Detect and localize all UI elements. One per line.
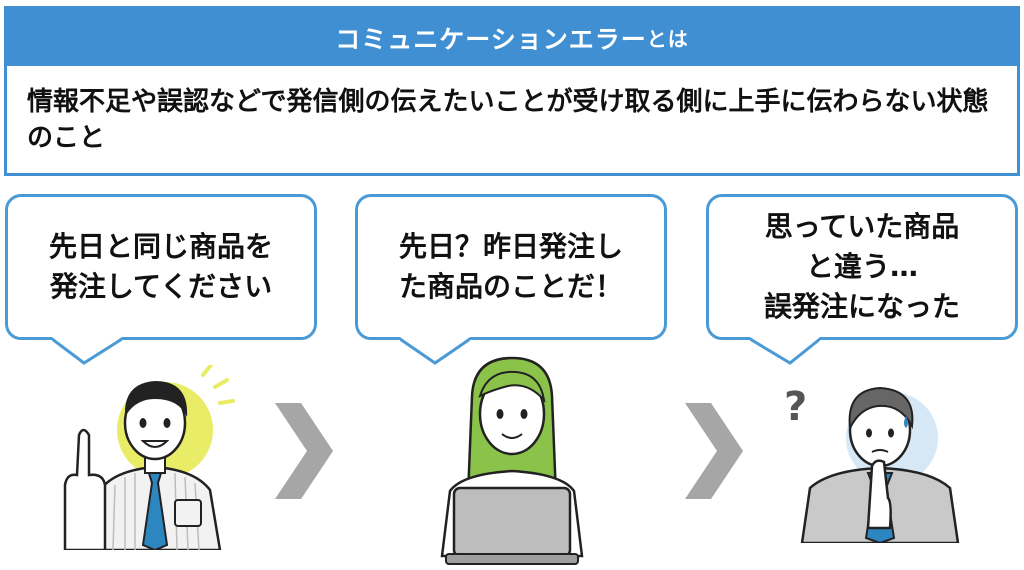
bubble-2-line-1: 先日？昨日発注し	[398, 230, 623, 263]
woman-laptop-icon	[440, 356, 584, 565]
bubble-3-line-3: 誤発注になった	[763, 290, 960, 323]
definition-title-suffix: とは	[646, 27, 689, 51]
bubble-2-line-2: た商品のことだ！	[398, 270, 623, 303]
definition-text: 情報不足や誤認などで発信側の伝えたいことが受け取る側に上手に伝わらない状態のこと	[27, 87, 989, 153]
question-mark-icon: ?	[784, 384, 807, 430]
bubble-3-line-2: と違う…	[805, 250, 918, 283]
speech-bubble-3: 思っていた商品 と違う… 誤発注になった	[706, 194, 1018, 340]
bubble-1-tail	[52, 337, 122, 365]
definition-box: コミュニケーションエラーとは 情報不足や誤認などで発信側の伝えたいことが受け取る…	[4, 6, 1020, 176]
bubble-3-line-1: 思っていた商品	[764, 210, 960, 243]
bubble-3-tail	[750, 337, 820, 365]
confused-man-icon: ?	[784, 384, 960, 543]
chevron-right-icon	[275, 403, 333, 499]
bubble-1-line-2: 発注してください	[49, 270, 273, 303]
bubble-2-tail	[400, 337, 470, 365]
speech-bubble-1: 先日と同じ商品を 発注してください	[5, 194, 317, 340]
definition-title: コミュニケーションエラーとは	[7, 9, 1017, 66]
chevron-right-icon	[685, 403, 743, 499]
bubble-1-line-1: 先日と同じ商品を	[48, 230, 273, 263]
speech-bubble-2: 先日？昨日発注し た商品のことだ！	[355, 194, 667, 340]
pointing-man-icon	[63, 365, 235, 550]
definition-title-main: コミュニケーションエラー	[335, 24, 647, 54]
